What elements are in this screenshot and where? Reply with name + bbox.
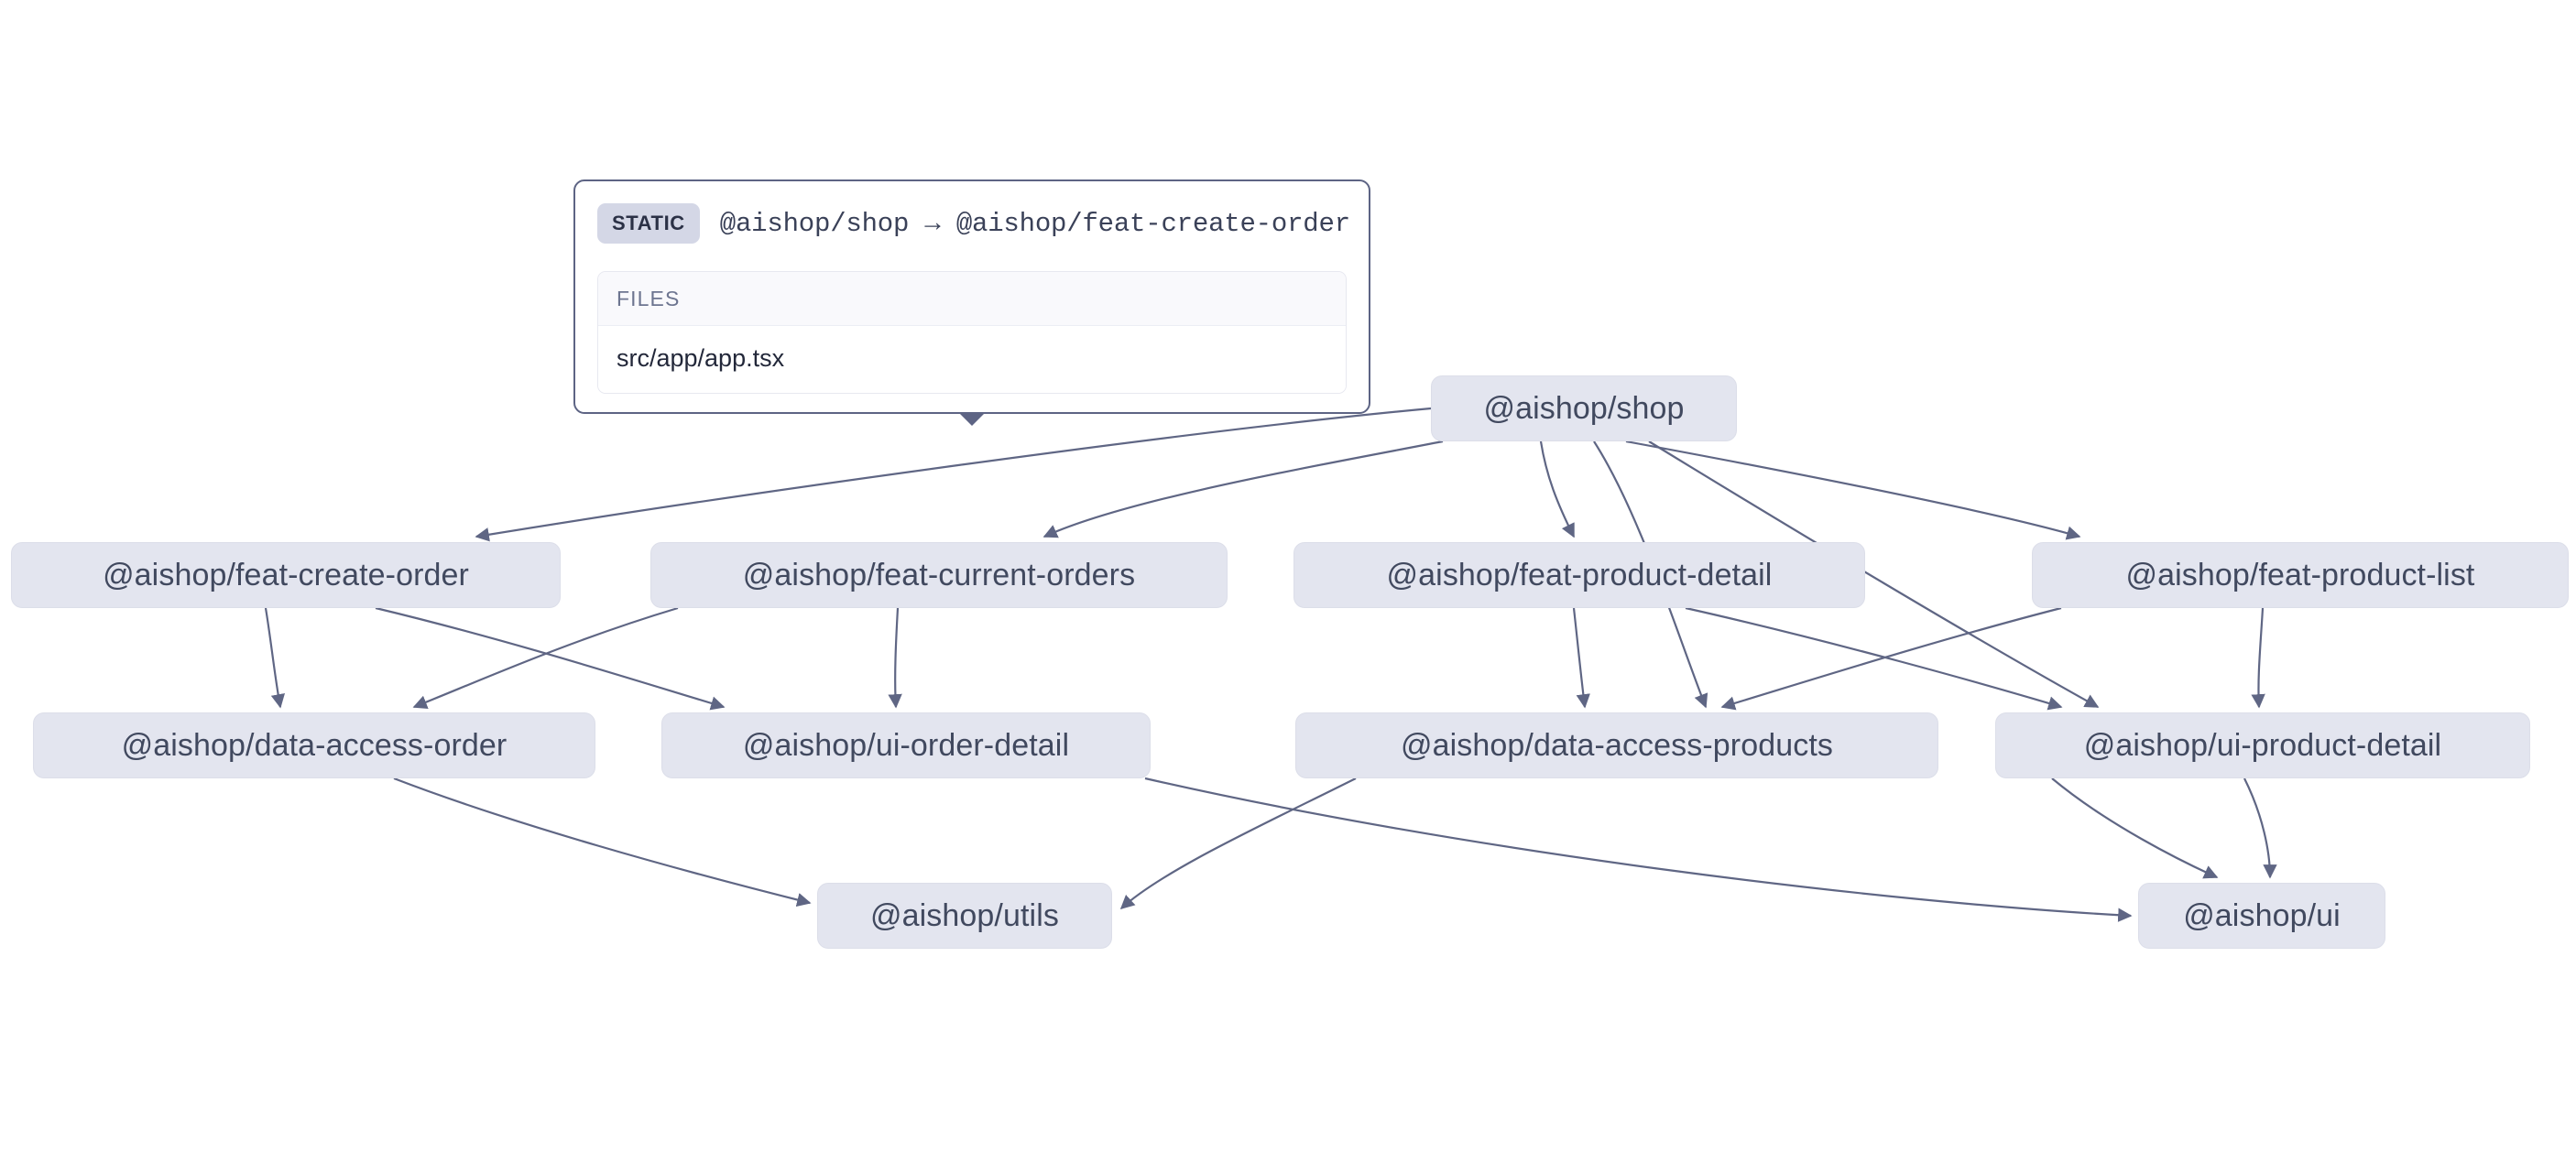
- graph-edge-shop-to-feat-product-detail[interactable]: [1539, 440, 1575, 538]
- graph-node-ui[interactable]: @aishop/ui: [2138, 883, 2385, 949]
- files-panel: FILES src/app/app.tsx: [597, 271, 1347, 394]
- graph-edge-feat-current-orders-to-ui-order-detail[interactable]: [888, 607, 902, 709]
- graph-edge-shop-to-feat-create-order[interactable]: [475, 407, 1432, 542]
- graph-node-label: @aishop/feat-current-orders: [742, 557, 1136, 592]
- graph-edge-ui-product-detail-to-ui[interactable]: [2243, 777, 2277, 879]
- graph-node-data-access-products[interactable]: @aishop/data-access-products: [1295, 712, 1938, 778]
- graph-node-label: @aishop/data-access-products: [1401, 727, 1833, 763]
- graph-edge-data-access-order-to-utils[interactable]: [393, 777, 812, 908]
- graph-node-label: @aishop/ui-order-detail: [742, 727, 1070, 763]
- graph-edge-data-access-products-to-utils[interactable]: [1119, 777, 1357, 910]
- graph-node-label: @aishop/feat-product-list: [2125, 557, 2475, 592]
- graph-node-feat-product-list[interactable]: @aishop/feat-product-list: [2032, 542, 2569, 608]
- graph-node-feat-product-detail[interactable]: @aishop/feat-product-detail: [1293, 542, 1865, 608]
- tooltip-header: STATIC @aishop/shop → @aishop/feat-creat…: [597, 201, 1350, 249]
- graph-edge-feat-product-detail-to-ui-product-detail[interactable]: [1685, 606, 2063, 711]
- graph-node-ui-order-detail[interactable]: @aishop/ui-order-detail: [661, 712, 1151, 778]
- graph-edge-feat-product-list-to-ui-product-detail[interactable]: [2251, 607, 2265, 709]
- files-list: src/app/app.tsx: [598, 326, 1346, 393]
- graph-edge-ui-order-detail-to-ui[interactable]: [1144, 777, 2133, 922]
- graph-node-utils[interactable]: @aishop/utils: [817, 883, 1112, 949]
- static-badge: STATIC: [597, 203, 700, 244]
- graph-node-label: @aishop/data-access-order: [121, 727, 508, 763]
- graph-edge-feat-create-order-to-ui-order-detail[interactable]: [375, 606, 726, 711]
- graph-edge-feat-create-order-to-data-access-order[interactable]: [264, 607, 286, 709]
- file-row: src/app/app.tsx: [598, 326, 1346, 393]
- graph-edge-feat-current-orders-to-data-access-order[interactable]: [412, 606, 679, 710]
- tooltip-pointer-triangle: [958, 412, 986, 426]
- graph-edge-shop-to-feat-product-list[interactable]: [1625, 440, 2081, 540]
- graph-edge-feat-product-list-to-data-access-products[interactable]: [1720, 606, 2062, 711]
- graph-edge-shop-to-feat-current-orders[interactable]: [1042, 440, 1444, 538]
- graph-node-label: @aishop/shop: [1483, 390, 1685, 426]
- graph-node-label: @aishop/utils: [870, 897, 1059, 933]
- graph-node-label: @aishop/ui-product-detail: [2083, 727, 2442, 763]
- graph-node-shop[interactable]: @aishop/shop: [1431, 375, 1737, 441]
- graph-node-ui-product-detail[interactable]: @aishop/ui-product-detail: [1995, 712, 2530, 778]
- graph-node-label: @aishop/ui: [2183, 897, 2341, 933]
- graph-node-label: @aishop/feat-product-detail: [1386, 557, 1773, 592]
- graph-edge-ui-product-detail-to-ui[interactable]: [2051, 777, 2219, 879]
- graph-node-data-access-order[interactable]: @aishop/data-access-order: [33, 712, 595, 778]
- tooltip-title: @aishop/shop → @aishop/feat-create-order: [719, 208, 1350, 239]
- edge-paths: [264, 407, 2277, 922]
- graph-node-label: @aishop/feat-create-order: [103, 557, 469, 592]
- graph-node-feat-create-order[interactable]: @aishop/feat-create-order: [11, 542, 561, 608]
- edge-tooltip-card: STATIC @aishop/shop → @aishop/feat-creat…: [573, 179, 1370, 426]
- files-panel-header: FILES: [598, 272, 1346, 326]
- graph-node-feat-current-orders[interactable]: @aishop/feat-current-orders: [650, 542, 1228, 608]
- graph-edge-feat-product-detail-to-data-access-products[interactable]: [1572, 607, 1590, 709]
